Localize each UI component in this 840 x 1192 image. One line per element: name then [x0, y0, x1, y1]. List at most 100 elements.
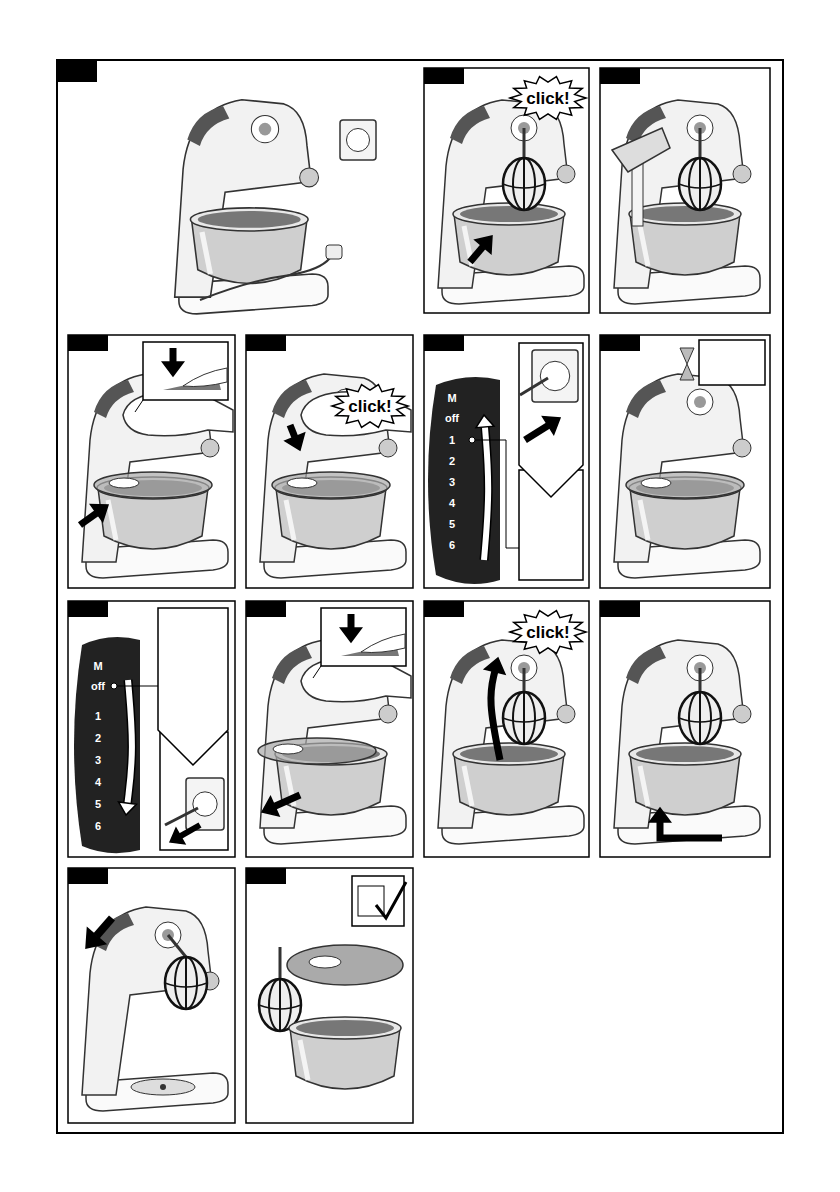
- motion-arrow: [348, 614, 355, 628]
- step-tab: [600, 68, 640, 84]
- step-panel: [600, 68, 770, 313]
- stand-mixer: [614, 100, 760, 304]
- finger: [183, 368, 227, 387]
- bowl-lid: [94, 472, 212, 498]
- step-tab: [600, 335, 640, 351]
- arrow-head: [262, 797, 279, 816]
- motion-arrow: [484, 427, 488, 560]
- step-panel: [68, 601, 235, 857]
- mixing-bowl: [289, 1017, 401, 1089]
- page-frame: [57, 60, 783, 1133]
- power-cord: [200, 258, 330, 300]
- motion-arrow: [470, 247, 483, 262]
- motion-arrow: [127, 680, 131, 803]
- step-tab: [246, 868, 286, 884]
- wall-socket: [532, 350, 578, 402]
- stand-mixer: [82, 374, 233, 578]
- wall-socket: [340, 120, 376, 160]
- motion-arrow: [170, 348, 177, 362]
- dial-mark: M: [93, 661, 102, 672]
- dial-mark: off: [445, 413, 459, 424]
- arrow-head: [650, 808, 671, 822]
- detail-inset: [321, 608, 406, 666]
- arrow-head: [475, 236, 492, 253]
- leader-line: [117, 686, 158, 687]
- check-mark: [376, 882, 406, 918]
- click-label: click!: [348, 398, 391, 415]
- leader-line: [135, 400, 143, 412]
- motion-arrow: [660, 822, 722, 838]
- stand-mixer: [614, 374, 760, 578]
- step-tab: [424, 601, 464, 617]
- arrow-head: [119, 802, 137, 815]
- step-tab: [424, 68, 464, 84]
- arrow-head: [86, 928, 106, 948]
- arrow-head: [341, 628, 362, 642]
- power-cord: [165, 808, 198, 825]
- mixing-bowl: [453, 743, 565, 815]
- motion-arrow: [525, 425, 548, 440]
- motion-arrow: [127, 680, 131, 803]
- click-label: click!: [526, 624, 569, 641]
- detail-inset: [143, 342, 228, 400]
- step-box: [519, 343, 583, 497]
- motion-arrow: [80, 513, 97, 525]
- step-tab: [600, 601, 640, 617]
- wall-socket: [346, 128, 369, 151]
- stand-mixer: [614, 640, 760, 844]
- dial-number: 4: [449, 498, 455, 509]
- dial-number: 2: [449, 456, 455, 467]
- arrow-head: [163, 362, 184, 376]
- bowl-lid: [287, 945, 403, 985]
- dial-number: 5: [95, 799, 101, 810]
- stand-mixer: [258, 640, 411, 844]
- whisk: [503, 668, 545, 744]
- stand-mixer: [438, 640, 584, 844]
- whisk: [503, 128, 545, 210]
- motion-arrow: [491, 672, 500, 760]
- motion-arrow: [180, 825, 200, 836]
- bowl-lid: [258, 738, 376, 764]
- leader-line: [313, 666, 321, 678]
- arrow-head: [476, 415, 494, 428]
- dial-mark: M: [447, 393, 456, 404]
- whisk: [679, 128, 721, 210]
- step-tab: [424, 335, 464, 351]
- plug: [326, 245, 342, 259]
- click-label: click!: [526, 90, 569, 107]
- motion-arrow: [484, 427, 488, 560]
- step-panel: [600, 601, 770, 857]
- mixing-bowl: [289, 1017, 401, 1089]
- step-panel: [68, 335, 235, 588]
- dial-number: 1: [95, 711, 101, 722]
- pouring-stream: [632, 160, 643, 226]
- dial-marker: [111, 683, 117, 689]
- step-panel: [424, 601, 589, 857]
- dial-number: 2: [95, 733, 101, 744]
- arrow-head: [543, 417, 560, 435]
- click-burst: [332, 385, 408, 428]
- motion-arrow: [275, 795, 300, 806]
- wall-socket: [193, 792, 217, 816]
- step-tab: [68, 335, 108, 351]
- stand-mixer: [260, 374, 411, 578]
- stand-mixer: [438, 100, 584, 304]
- step-tab: [57, 60, 97, 82]
- step-panel: [424, 68, 589, 313]
- arrow-head: [91, 505, 108, 522]
- arrow-head: [285, 433, 304, 450]
- time-box: [699, 340, 765, 385]
- click-burst: [510, 77, 586, 120]
- bowl-lid: [272, 472, 390, 498]
- step-tab: [68, 868, 108, 884]
- arrow-head: [170, 828, 185, 844]
- wall-socket: [186, 778, 224, 830]
- step-panel: [246, 601, 413, 857]
- dial-marker: [469, 437, 475, 443]
- dial-number: 3: [449, 477, 455, 488]
- wall-socket: [540, 361, 569, 390]
- dial-number: 3: [95, 755, 101, 766]
